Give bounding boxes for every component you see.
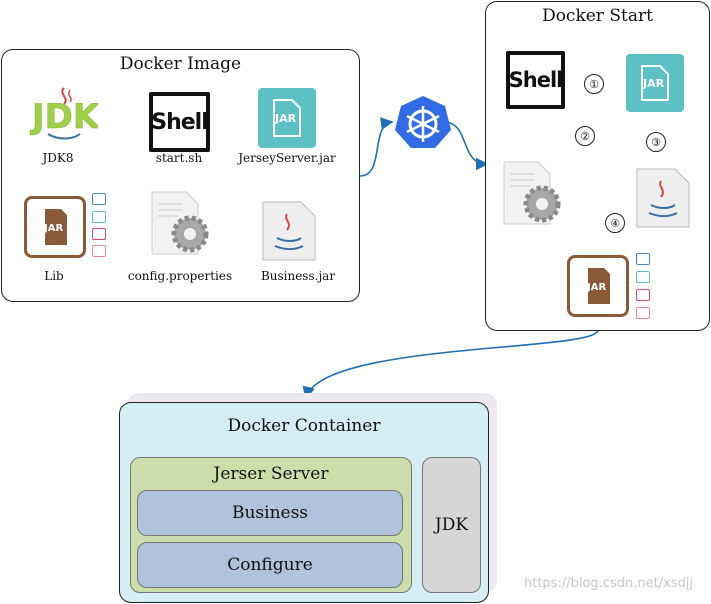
svg-text:JDK: JDK: [30, 97, 98, 137]
jar-teal-icon: JAR: [626, 54, 684, 112]
file-icon-blue: [636, 253, 650, 265]
jar-teal-icon: JAR: [258, 88, 316, 148]
jdk-logo-icon: JDK: [28, 84, 101, 142]
business-jar-label: Business.jar: [260, 269, 336, 283]
kubernetes-helm-icon: [393, 94, 453, 152]
lib-label: Lib: [44, 269, 64, 283]
business-java-file-icon: [635, 167, 691, 229]
watermark: https://blog.csdn.net/xsdjj: [524, 576, 693, 591]
arrow-start-to-container: [302, 329, 599, 400]
lib-jar-icon: JAR: [567, 255, 629, 317]
step-3-badge: ③: [646, 132, 666, 152]
lib-jar-icon: JAR: [24, 196, 86, 258]
file-icon-teal: [636, 271, 650, 283]
file-icon-red: [636, 289, 650, 301]
configure-module: Configure: [137, 542, 403, 588]
business-module: Business: [137, 490, 403, 536]
file-icon-pink: [636, 307, 650, 319]
start-sh-label: start.sh: [155, 151, 203, 165]
step-4-badge: ④: [605, 213, 625, 233]
container-title: Docker Container: [227, 416, 381, 436]
svg-text:JAR: JAR: [642, 77, 665, 90]
arrow-k8s-to-start: [445, 121, 489, 171]
step-1-badge: ①: [584, 74, 604, 94]
svg-text:JAR: JAR: [586, 282, 606, 293]
step-2-badge: ②: [575, 126, 595, 146]
file-icon-pink: [92, 245, 106, 257]
shell-logo-icon: Shell: [149, 92, 210, 152]
svg-text:JAR: JAR: [274, 112, 297, 125]
panel-title: Docker Start: [542, 6, 653, 26]
config-file-gear-icon: [500, 160, 566, 228]
file-icon-blue: [92, 193, 106, 205]
file-icon-red: [92, 228, 106, 240]
jdk-module: JDK: [422, 457, 481, 593]
business-java-file-icon: [261, 200, 317, 262]
shell-logo-icon: Shell: [506, 51, 565, 109]
jdk8-label: JDK8: [42, 151, 74, 165]
file-icon-teal: [92, 211, 106, 223]
config-properties-label: config.properties: [127, 269, 233, 283]
config-file-gear-icon: [148, 190, 214, 258]
panel-title: Docker Image: [119, 54, 242, 74]
arrow-image-to-k8s: [359, 117, 394, 177]
jersey-server-jar-label: JerseyServer.jar: [238, 151, 336, 165]
jersey-server-title: Jerser Server: [213, 464, 329, 484]
svg-text:JAR: JAR: [43, 223, 63, 234]
